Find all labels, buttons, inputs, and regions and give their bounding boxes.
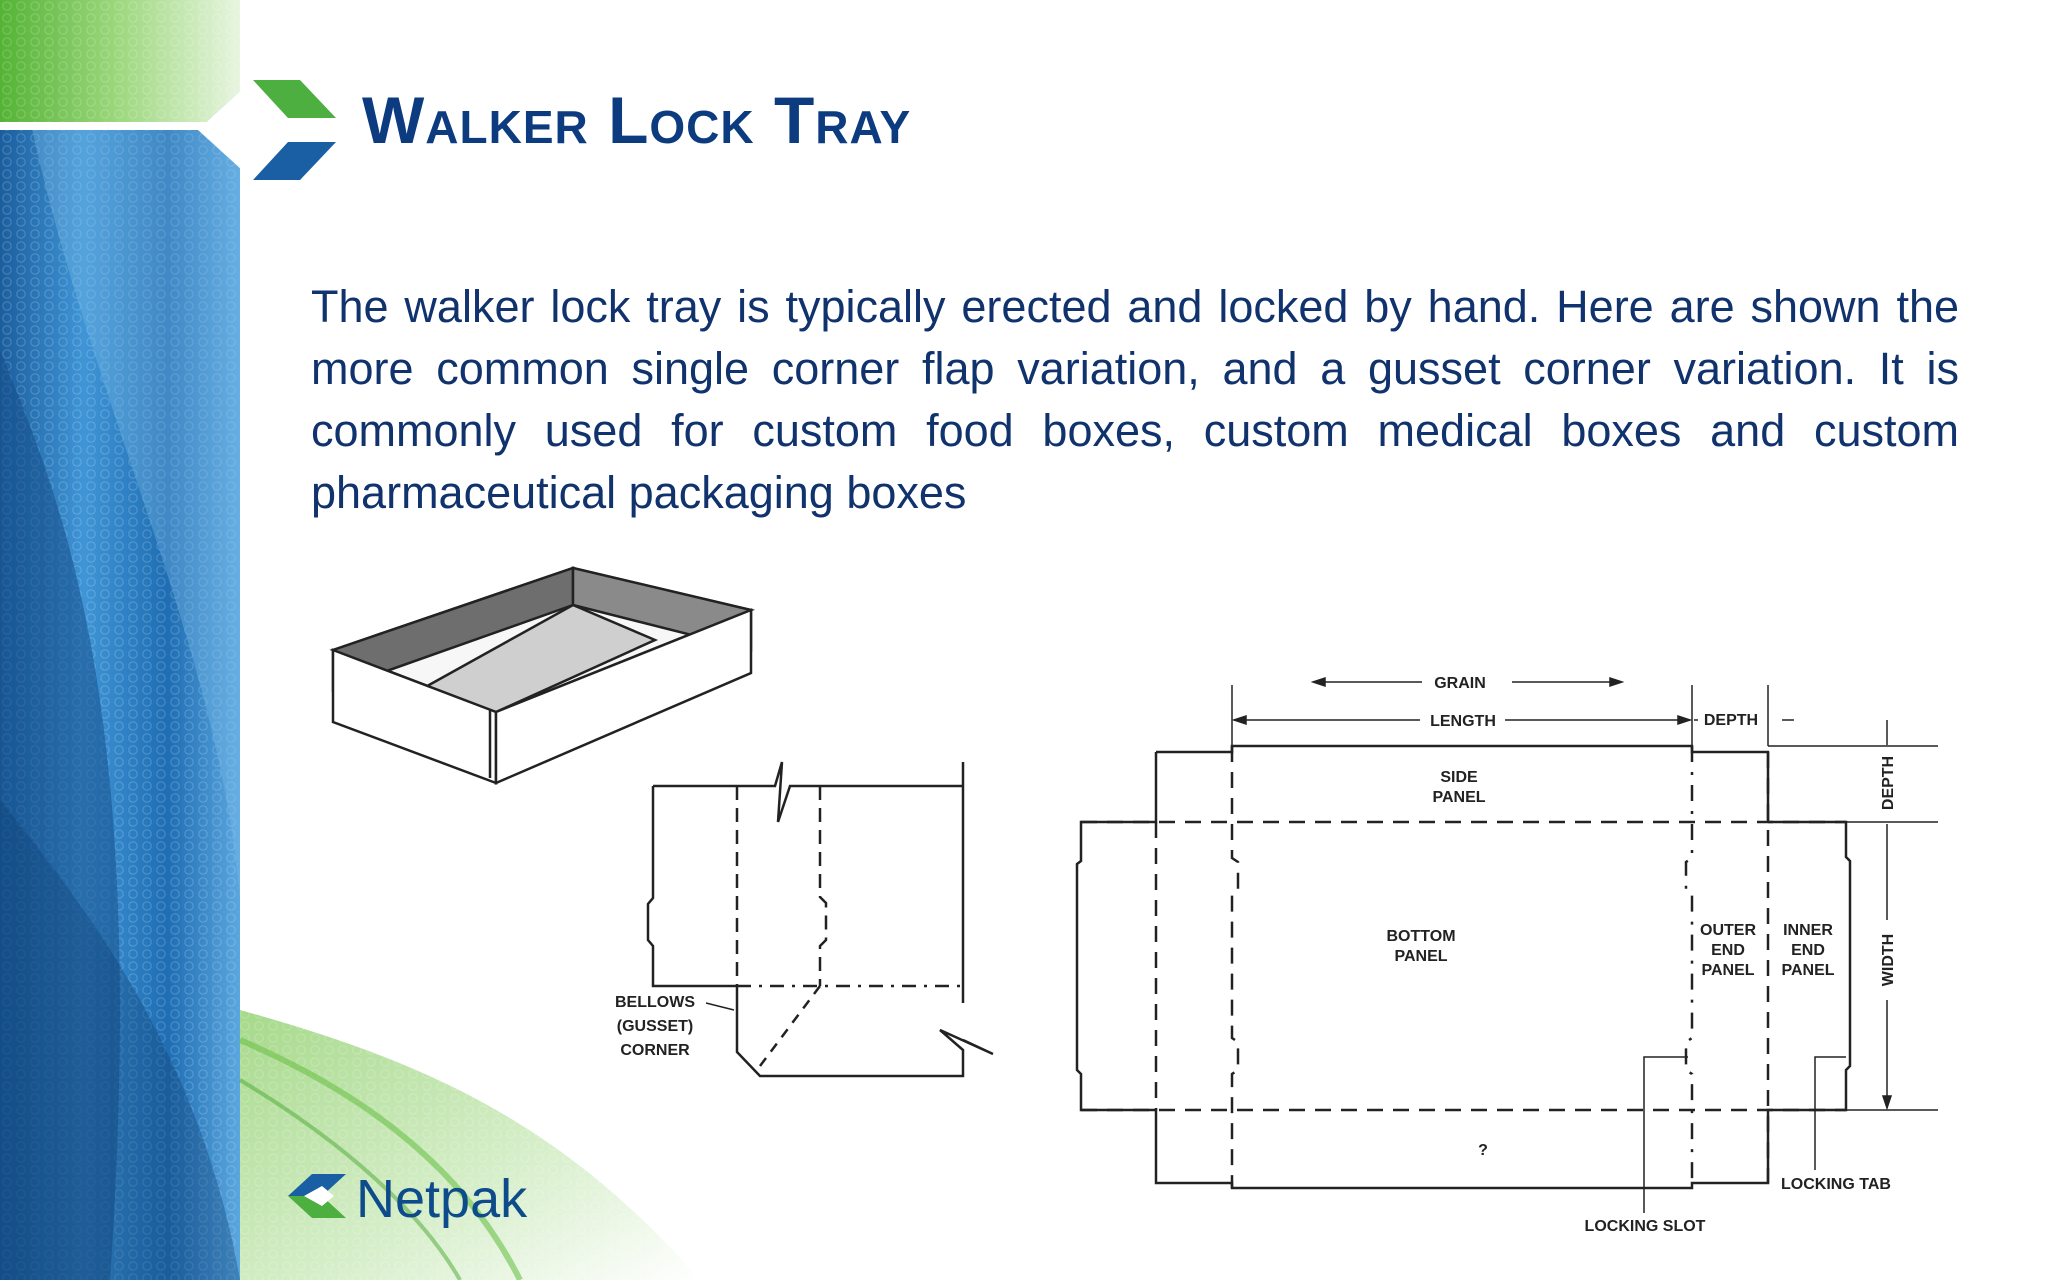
slide-body-text: The walker lock tray is typically erecte… (311, 281, 1959, 518)
svg-text:END: END (1791, 942, 1825, 959)
gusset-corner-blank (646, 761, 994, 1078)
side-panel-label: SIDE (1440, 769, 1478, 786)
leader-lines (1643, 1056, 1846, 1213)
locking-tab-label: LOCKING TAB (1781, 1176, 1891, 1193)
dimension-lines (1231, 676, 1893, 1111)
depth-right-label: DEPTH (1880, 756, 1897, 810)
svg-text:(GUSSET): (GUSSET) (617, 1018, 693, 1035)
svg-text:PANEL: PANEL (1432, 789, 1485, 806)
diagram-labels: GRAIN LENGTH DEPTH SIDE PANEL BOTTOM PAN… (1386, 675, 1897, 1235)
depth-top-label: DEPTH (1704, 712, 1758, 729)
netpak-wordmark: Netpak (356, 1169, 528, 1229)
netpak-logo: Netpak (288, 1169, 528, 1229)
svg-text:BELLOWS: BELLOWS (615, 994, 695, 1011)
bottom-panel-label: BOTTOM (1386, 928, 1455, 945)
flat-blank (1075, 685, 1938, 1190)
width-label: WIDTH (1880, 934, 1897, 986)
length-label: LENGTH (1430, 713, 1496, 730)
slide-title: Walker Lock Tray (362, 83, 912, 157)
chevron-logo-icon (198, 80, 336, 180)
bellows-corner-label: BELLOWS (GUSSET) CORNER (615, 994, 735, 1059)
grain-label: GRAIN (1434, 675, 1486, 692)
tray-3d-illustration (329, 566, 756, 785)
inner-end-panel-label: INNER (1783, 922, 1833, 939)
svg-text:?: ? (1478, 1142, 1488, 1159)
svg-text:PANEL: PANEL (1781, 962, 1834, 979)
svg-text:PANEL: PANEL (1394, 948, 1447, 965)
svg-text:PANEL: PANEL (1701, 962, 1754, 979)
svg-text:CORNER: CORNER (620, 1042, 690, 1059)
locking-slot-label: LOCKING SLOT (1585, 1218, 1706, 1235)
outer-end-panel-label: OUTER (1700, 922, 1756, 939)
svg-text:END: END (1711, 942, 1745, 959)
